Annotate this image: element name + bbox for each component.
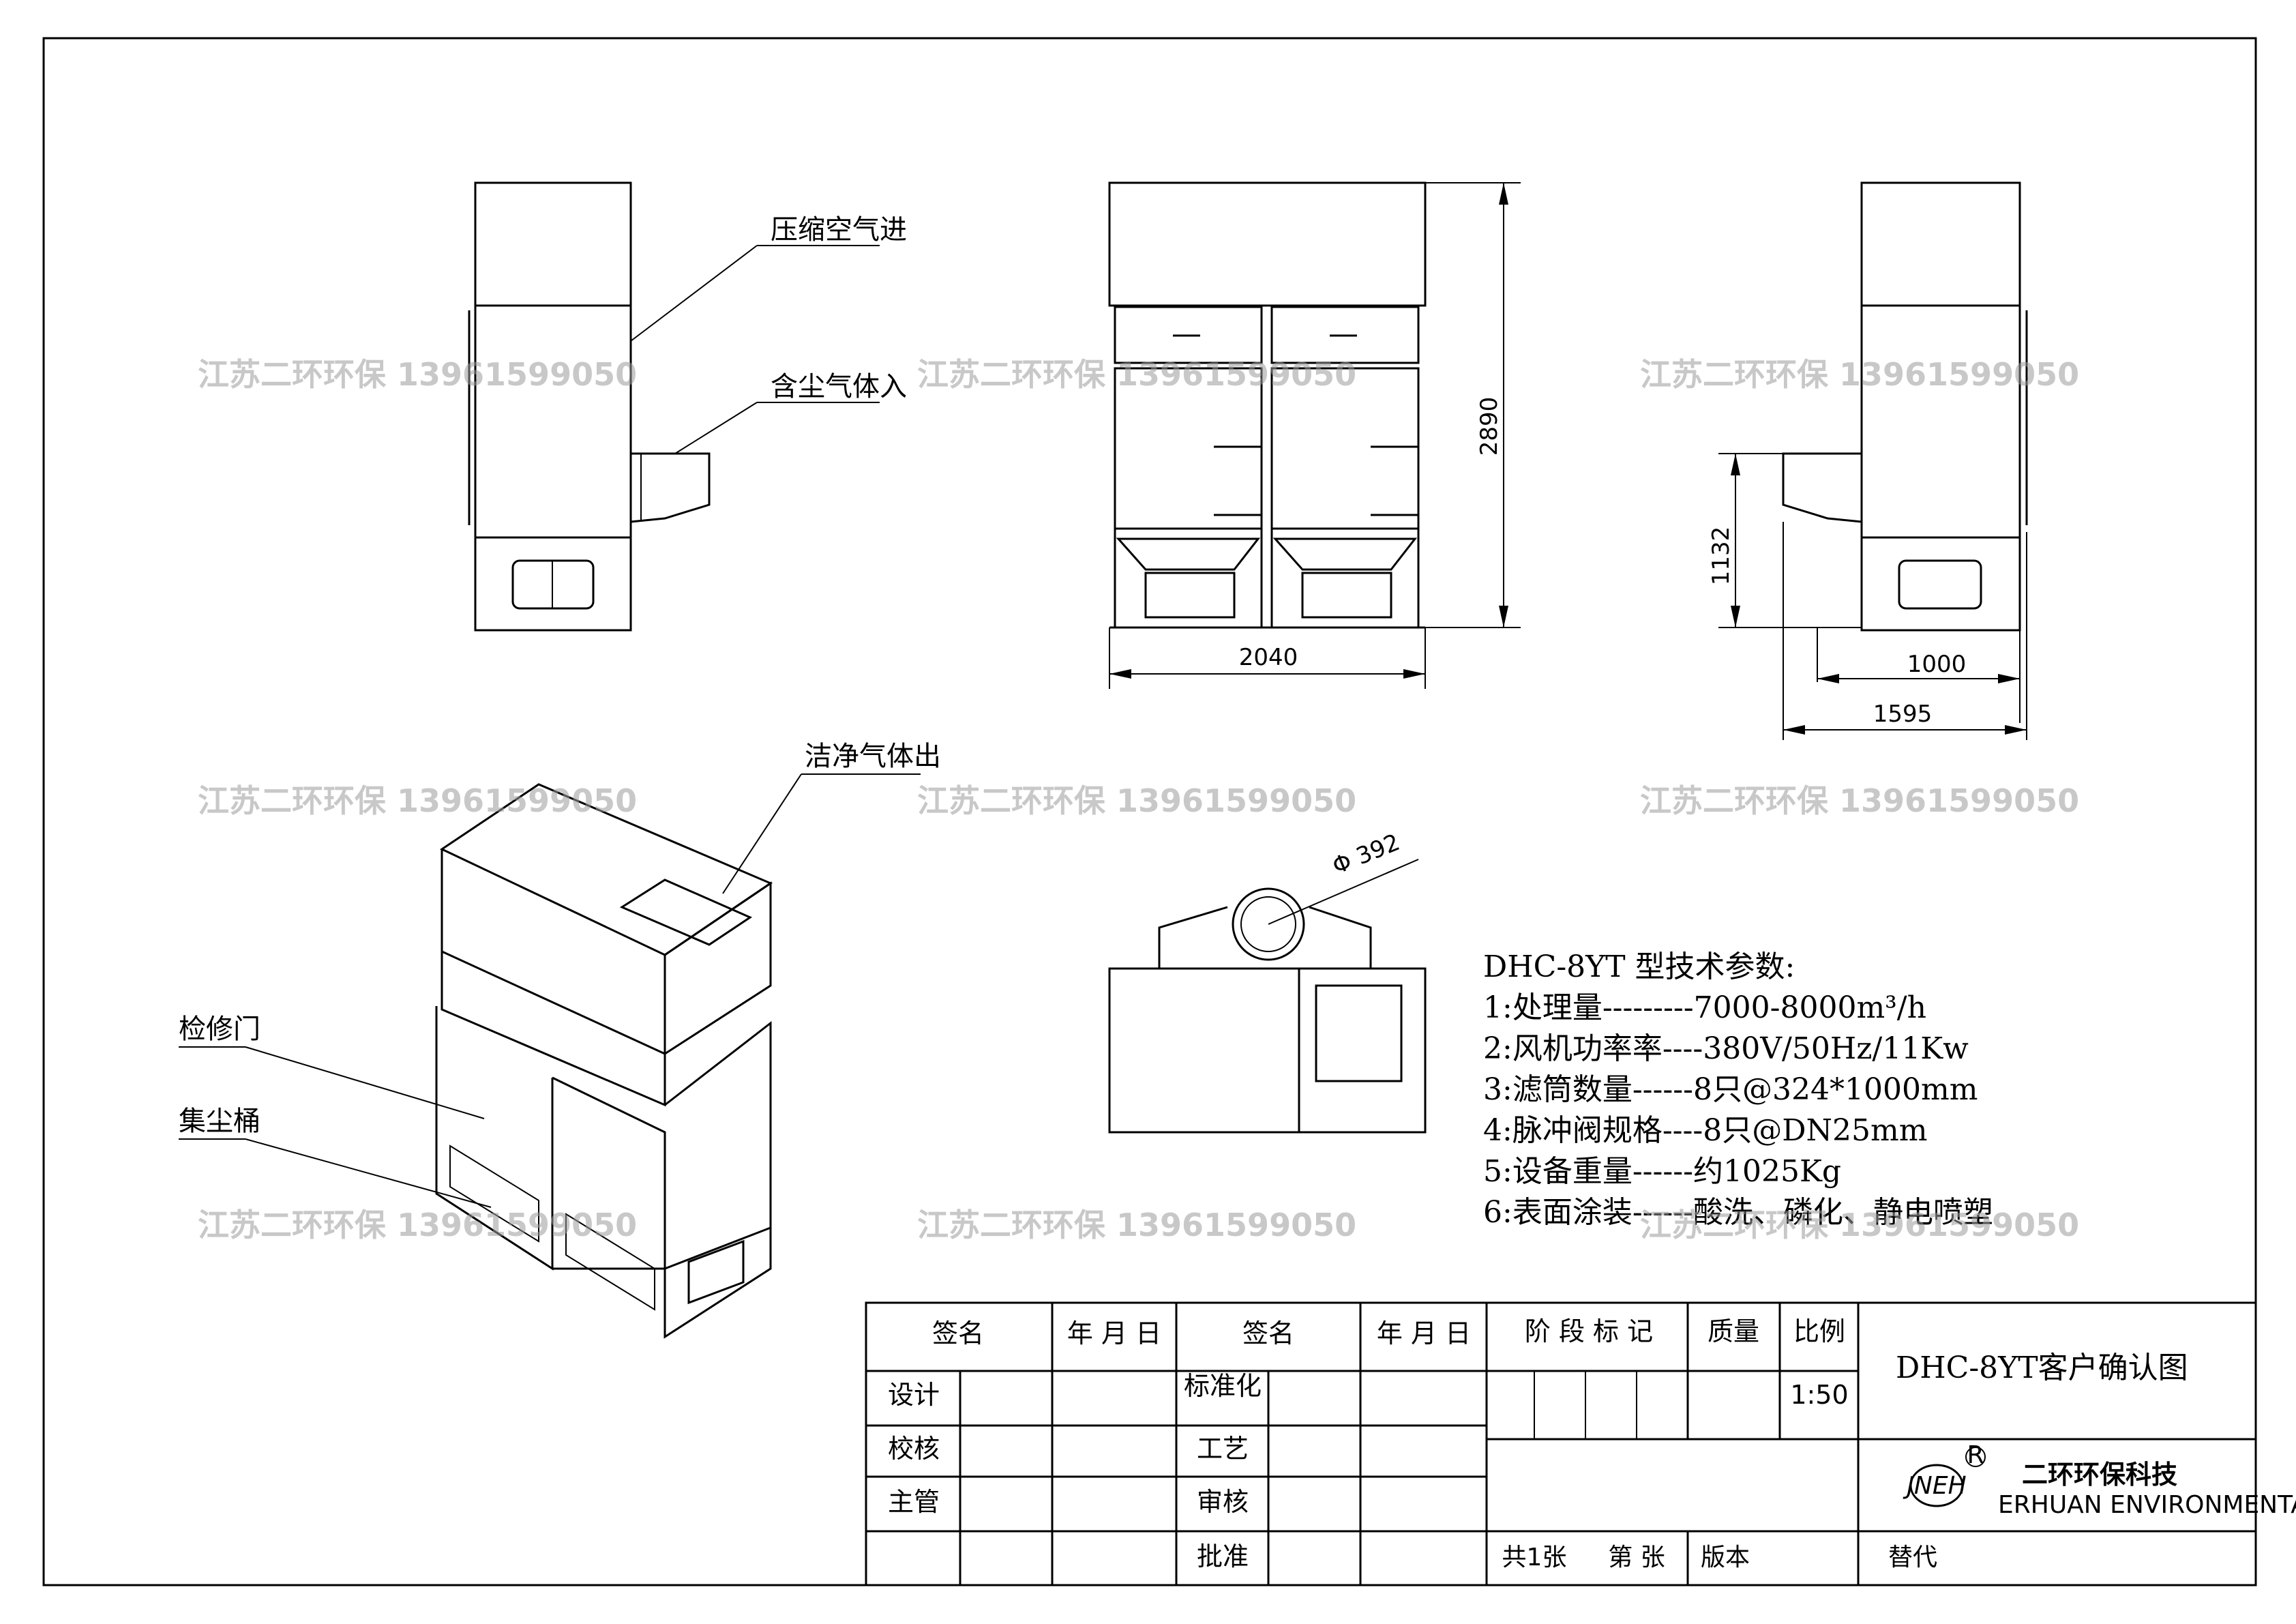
front-view	[1108, 181, 1427, 629]
svg-text:江苏二环环保 13961599050: 江苏二环环保 13961599050	[1640, 782, 2079, 819]
top-view	[1108, 887, 1427, 1134]
tb-company-cn: 二环环保科技	[2022, 1460, 2177, 1490]
tb-date: 年 月 日	[1067, 1318, 1161, 1348]
tb-sign-2: 签名	[1242, 1318, 1294, 1348]
logo-icon: JNEH	[1903, 1472, 1966, 1500]
svg-text:江苏二环环保 13961599050: 江苏二环环保 13961599050	[917, 1207, 1356, 1243]
svg-text:江苏二环环保 13961599050: 江苏二环环保 13961599050	[917, 356, 1356, 393]
tb-version: 版本	[1701, 1544, 1750, 1571]
spec-line-5: 5:设备重量------约1025Kg	[1483, 1154, 1841, 1189]
tb-stage-mark: 阶 段 标 记	[1525, 1316, 1653, 1346]
tb-review: 审核	[1197, 1487, 1249, 1517]
svg-text:江苏二环环保 13961599050: 江苏二环环保 13961599050	[198, 1207, 637, 1243]
spec-line-2: 2:风机功率率----380V/50Hz/11Kw	[1483, 1031, 1969, 1066]
tb-scale-value: 1:50	[1790, 1380, 1848, 1410]
label-compressed-air-in: 压缩空气进	[771, 214, 907, 246]
tb-sign: 签名	[932, 1318, 984, 1348]
svg-text:江苏二环环保 13961599050: 江苏二环环保 13961599050	[917, 782, 1356, 819]
tb-sheet-no: 第 张	[1608, 1544, 1665, 1571]
label-clean-gas-out: 洁净气体出	[805, 741, 941, 772]
tb-scale-label: 比例	[1793, 1316, 1845, 1346]
spec-line-6: 6:表面涂装------酸洗、磷化、静电喷塑	[1483, 1195, 1993, 1230]
tb-sheets: 共1张	[1502, 1544, 1567, 1571]
side-view-right	[1782, 181, 2028, 632]
registered-mark: R	[1967, 1441, 1984, 1469]
isometric-view	[435, 783, 773, 1339]
dim-diameter: Φ 392	[1328, 829, 1403, 880]
tb-date-2: 年 月 日	[1377, 1318, 1471, 1348]
svg-text:江苏二环环保 13961599050: 江苏二环环保 13961599050	[198, 356, 637, 393]
spec-line-1: 1:处理量---------7000-8000m³/h	[1483, 990, 1926, 1025]
tb-approve: 批准	[1197, 1541, 1249, 1571]
side-view-left	[468, 181, 711, 632]
tb-process: 工艺	[1197, 1434, 1249, 1464]
dim-height: 2890	[1476, 397, 1503, 456]
tb-replace: 替代	[1888, 1544, 1937, 1571]
label-dusty-gas-in: 含尘气体入	[771, 371, 907, 402]
spec-title: DHC-8YT 型技术参数:	[1483, 949, 1795, 984]
spec-line-4: 4:脉冲阀规格----8只@DN25mm	[1483, 1113, 1928, 1148]
dim-depth-total: 1595	[1873, 700, 1933, 728]
title-block	[865, 1301, 2257, 1586]
watermarks: 江苏二环环保 13961599050 江苏二环环保 13961599050 江苏…	[198, 356, 2079, 1243]
spec-line-3: 3:滤筒数量------8只@324*1000mm	[1483, 1072, 1978, 1107]
tb-standardize: 标准化	[1184, 1371, 1262, 1401]
tb-drawing-title: DHC-8YT客户确认图	[1896, 1350, 2188, 1385]
label-dust-bucket: 集尘桶	[179, 1106, 260, 1137]
svg-text:江苏二环环保 13961599050: 江苏二环环保 13961599050	[1640, 1207, 2079, 1243]
tb-supervisor: 主管	[888, 1487, 940, 1517]
dim-depth-body: 1000	[1907, 651, 1967, 678]
label-inspection-door: 检修门	[179, 1014, 260, 1045]
tb-mass: 质量	[1708, 1316, 1759, 1346]
svg-text:江苏二环环保 13961599050: 江苏二环环保 13961599050	[198, 782, 637, 819]
svg-text:江苏二环环保 13961599050: 江苏二环环保 13961599050	[1640, 356, 2079, 393]
dim-inlet-height: 1132	[1708, 527, 1735, 586]
tb-design: 设计	[888, 1380, 940, 1410]
tb-company-en: ERHUAN ENVIRONMENTAL	[1998, 1491, 2296, 1519]
dim-width: 2040	[1239, 644, 1298, 671]
tb-check: 校核	[888, 1434, 940, 1464]
